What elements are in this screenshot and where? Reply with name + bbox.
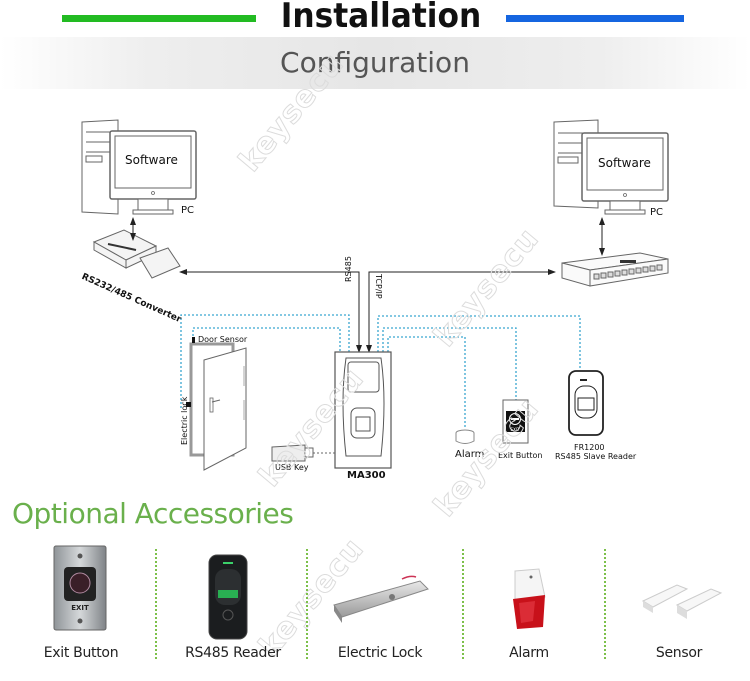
accessories-title: Optional Accessories [12,497,294,530]
svg-text:EXIT: EXIT [71,604,89,612]
accessory-electric-lock: Electric Lock [310,545,450,675]
door-sensor-photo-icon [641,584,723,619]
rs485-label: RS485 [344,256,353,282]
accessory-label: Exit Button [43,645,119,661]
wiring-dotted [180,314,581,428]
pc-right-label: PC [650,207,664,218]
accessory-exit-button: EXIT Exit Button [11,545,151,675]
slave-reader-label: RS485 Slave Reader [555,452,637,461]
accessory-sensor: Sensor [609,545,749,675]
rs232-485-converter-icon [92,229,181,279]
accessory-label: RS485 Reader [185,645,281,661]
monitor-right-icon [581,132,669,215]
section-title: Configuration [280,46,470,79]
page-title: Installation [280,0,482,36]
rs485-line [179,269,360,352]
accessory-rs485-reader: RS485 Reader [163,545,303,675]
fr1200-reader-icon [568,370,604,436]
pc-right-screen-text: Software [598,156,651,170]
alarm-siren-photo-icon [513,568,546,629]
title-bar-right [506,15,684,22]
exit-button-photo-icon: EXIT [53,545,107,631]
pc-tower-left-icon [81,119,119,215]
svg-text:EXIT: EXIT [511,427,520,432]
configuration-diagram: EXIT [81,119,669,471]
exit-button-label: Exit Button [498,451,543,460]
ma300-label: MA300 [347,470,386,481]
door-sensor-label: Door Sensor [198,335,248,344]
separator [155,549,157,659]
exit-button-icon: EXIT [502,399,529,444]
title-bar-left [62,15,256,22]
electric-lock-photo-icon [333,575,429,623]
pc-left-label: PC [181,205,195,216]
monitor-left-icon [109,130,197,215]
ma300-device-icon [334,351,392,469]
accessory-alarm: Alarm [459,545,599,675]
accessory-label: Electric Lock [337,645,423,661]
alarm-label: Alarm [455,449,485,460]
accessory-label: Alarm [509,645,549,661]
usb-key-label: USB Key [275,463,309,472]
separator [604,549,606,659]
rs485-reader-photo-icon [208,554,248,640]
tcpip-line [368,269,556,352]
electric-lock-label: Electric lock [180,396,189,445]
network-switch-icon [561,252,669,287]
fr1200-model-label: FR1200 [574,443,605,452]
alarm-icon [455,429,475,444]
door-icon [186,337,247,471]
separator [462,549,464,659]
pc-left-screen-text: Software [125,153,178,167]
separator [306,549,308,659]
subtitle-band [0,37,750,89]
tcpip-label: TCP/IP [374,274,383,299]
usb-key-icon [271,444,335,462]
accessory-label: Sensor [655,645,703,661]
